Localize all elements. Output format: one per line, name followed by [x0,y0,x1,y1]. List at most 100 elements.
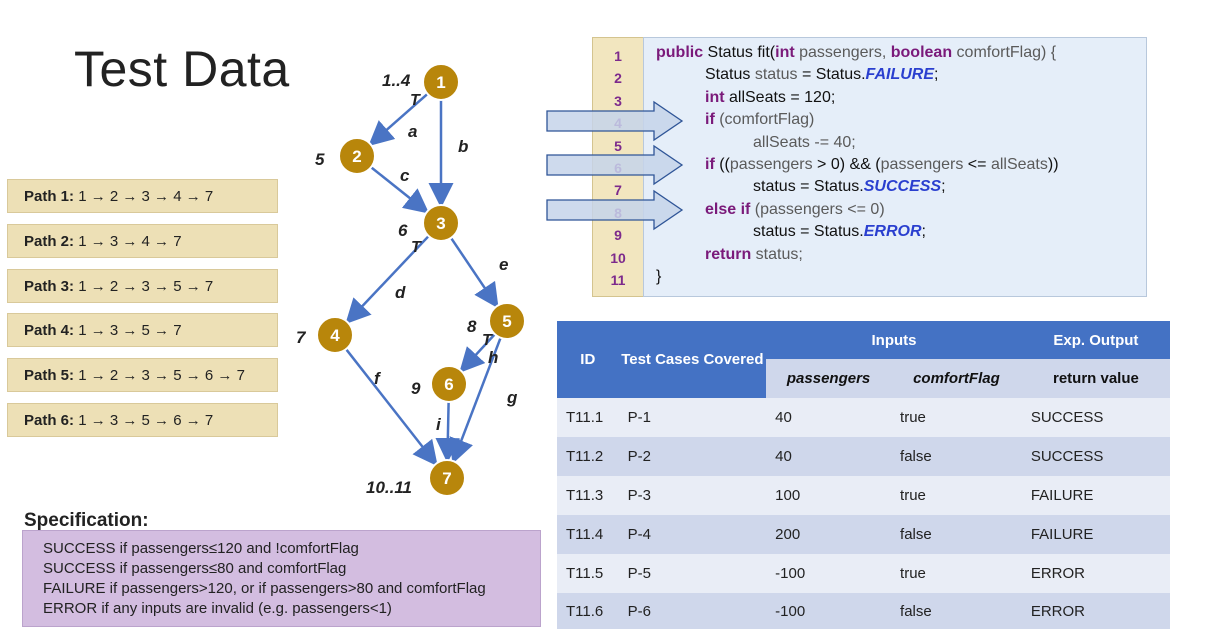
highlight-arrows [546,100,684,231]
code-token: status = Status. [753,178,864,195]
cell-id: T11.2 [557,437,619,476]
path-sequence: 1 → 3 → 5 → 7 [78,322,182,339]
code-listing: public Status fit(int passengers, boolea… [643,37,1147,297]
code-token: = Status. [797,66,866,83]
code-line: status = Status.ERROR; [753,223,926,241]
cell-id: T11.6 [557,593,619,629]
cell-passengers: -100 [766,593,892,629]
cell-passengers: 100 [766,476,892,515]
code-token: public [656,44,704,61]
col-id-header: ID [557,321,619,398]
path-label: Path 1: [24,188,75,205]
node-line-label: 8 [467,317,477,336]
edge-2-3 [370,166,430,214]
code-token: > 0) && ( [812,156,881,173]
code-token: (passengers <= 0) [750,201,885,218]
node-id: 7 [442,469,451,488]
cell-output: ERROR [1021,554,1170,593]
path-item: Path 2: 1 → 3 → 4 → 7 [7,224,278,258]
edge-label: h [488,348,498,367]
true-branch-marker: T [410,92,421,109]
node-id: 5 [502,312,511,331]
code-line: if ((passengers > 0) && (passengers <= a… [705,156,1059,174]
cell-comfortflag: true [891,554,1022,593]
code-token: passengers [729,156,813,173]
edge-label: c [400,166,410,185]
edge-5-6 [459,333,496,373]
path-label: Path 4: [24,322,75,339]
node-id: 1 [436,73,445,92]
col-comfortflag-header: comfortFlag [891,359,1022,398]
cell-covered: P-3 [618,476,767,515]
edge-5-7 [449,337,502,464]
graph-node [488,302,526,340]
cell-output: SUCCESS [1021,437,1170,476]
node-line-label: 5 [315,150,325,169]
code-token: if [705,111,715,128]
path-sequence: 1 → 2 → 3 → 4 → 7 [78,188,214,205]
path-label: Path 5: [24,367,75,384]
specification-box: SUCCESS if passengers≤120 and !comfortFl… [22,530,541,627]
edge-label: d [395,283,406,302]
cell-id: T11.5 [557,554,619,593]
node-line-label: 10..11 [366,478,412,497]
edge-6-7 [435,401,461,464]
edge-label: e [499,255,508,274]
code-token: ; [941,178,946,195]
edge-label: a [408,122,417,141]
cell-id: T11.4 [557,515,619,554]
code-token: status [754,66,798,83]
node-line-label: 1..4 [382,71,411,90]
cell-covered: P-5 [618,554,767,593]
code-token: else if [705,201,751,218]
code-token: SUCCESS [863,178,942,195]
line-number: 1 [614,48,622,64]
code-line: public Status fit(int passengers, boolea… [656,44,1056,62]
col-passengers-header: passengers [766,359,892,398]
cell-covered: P-6 [618,593,767,629]
path-item: Path 5: 1 → 2 → 3 → 5 → 6 → 7 [7,358,278,392]
cell-output: SUCCESS [1021,398,1170,437]
cell-output: ERROR [1021,593,1170,629]
code-line: else if (passengers <= 0) [705,201,885,219]
code-token: passengers [880,156,964,173]
line-highlight-arrow [546,144,684,186]
path-sequence: 1 → 3 → 4 → 7 [78,233,182,250]
code-token: status = Status. [753,223,864,240]
true-branch-marker: T [482,332,493,349]
col-covered-header: Test Cases Covered [618,321,767,398]
line-number: 2 [614,70,622,86]
line-number: 5 [614,138,622,154]
code-token: Status [705,66,755,83]
path-item: Path 3: 1 → 2 → 3 → 5 → 7 [7,269,278,303]
node-id: 4 [330,326,340,345]
cell-passengers: -100 [766,554,892,593]
edge-4-7 [345,348,438,467]
code-token: allSeats [990,156,1048,173]
code-token: int [775,44,795,61]
graph-node [316,316,354,354]
cell-covered: P-4 [618,515,767,554]
col-output-header: Exp. Output [1021,321,1170,359]
line-highlight-arrow [546,189,684,231]
cell-passengers: 200 [766,515,892,554]
code-token: ; [921,223,926,240]
edge-3-5 [450,237,499,309]
path-label: Path 3: [24,278,75,295]
path-item: Path 4: 1 → 3 → 5 → 7 [7,313,278,347]
edge-label: f [374,369,382,388]
path-label: Path 2: [24,233,75,250]
edge-1-2 [368,92,429,147]
cell-covered: P-1 [618,398,767,437]
line-highlight-arrow [546,100,684,142]
code-token: status; [751,246,803,263]
code-token: allSeats -= 40; [753,134,856,151]
node-line-label: 6 [398,221,408,240]
true-branch-marker: T [411,239,422,256]
test-case-table: ID Test Cases Covered Inputs Exp. Output… [557,321,1170,629]
path-item: Path 6: 1 → 3 → 5 → 6 → 7 [7,403,278,437]
